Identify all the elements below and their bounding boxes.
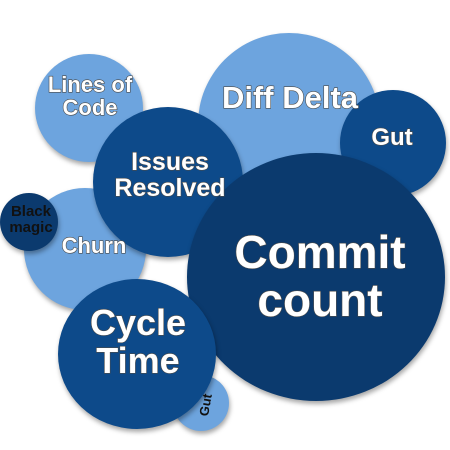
commit-count-bubble: [187, 153, 445, 401]
lines-of-code-label: Lines of Code: [47, 71, 133, 120]
issues-resolved-label: Issues Resolved: [114, 147, 226, 202]
gut-bottom-label: Gut: [196, 392, 216, 418]
cycle-time-bubble: [58, 279, 216, 429]
commit-count-label: Commit count: [234, 225, 406, 326]
gut-top-label: Gut: [371, 124, 414, 152]
cycle-time-label: Cycle Time: [89, 302, 187, 381]
diff-delta-label: Diff Delta: [221, 79, 359, 115]
churn-label: Churn: [61, 233, 127, 259]
black-magic-bubble: [0, 193, 58, 251]
black-magic-label: Black magic: [9, 203, 53, 236]
